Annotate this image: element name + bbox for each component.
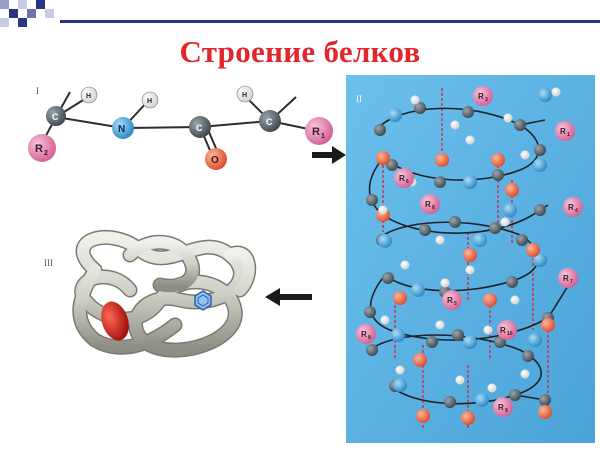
panel-numeral-tertiary: III: [44, 258, 53, 268]
atom-r1-label: R: [312, 126, 320, 138]
atom-r2-sub: 2: [44, 150, 48, 157]
r-group-4: R 4: [563, 197, 583, 217]
heme-group: [101, 301, 129, 341]
r-group-4-sub: 4: [575, 208, 578, 214]
atom-nitrogen-label: N: [118, 124, 125, 135]
helix-nitrogens: [378, 88, 552, 407]
r-group-7: R 7: [558, 268, 578, 288]
ring-structure-icon: [194, 290, 212, 311]
r-group-1: R 1: [555, 121, 575, 141]
r-group-10-sub: 10: [507, 331, 513, 337]
r-group-7-sub: 7: [570, 279, 573, 285]
r-group-5: R 5: [442, 290, 462, 310]
atom-oxygen: O: [205, 148, 227, 170]
r-group-3-label: R: [478, 92, 484, 101]
r-group-3: R 3: [473, 86, 493, 106]
atom-hydrogen-right-label: H: [242, 92, 247, 99]
secondary-structure-panel: II: [346, 75, 595, 443]
panel-numeral-secondary: II: [356, 94, 362, 104]
atom-hydrogen-left-label: H: [86, 93, 91, 100]
r-group-9: R 9: [493, 397, 513, 417]
atom-r1: R 1: [305, 117, 333, 145]
r-group-6: R 6: [394, 168, 414, 188]
atom-carbon-carbonyl-label: C: [196, 123, 203, 133]
r-group-9-label: R: [498, 403, 504, 412]
helix-oxygens: [376, 151, 555, 425]
tertiary-structure-panel: III: [44, 229, 257, 358]
r-group-6-sub: 6: [406, 179, 409, 185]
r-group-8b-label: R: [361, 330, 367, 339]
arrow-right-icon: [312, 146, 346, 164]
r-group-7-label: R: [563, 274, 569, 283]
r-group-3-sub: 3: [485, 97, 488, 103]
r-group-8-sub: 8: [432, 205, 435, 211]
r-group-5-label: R: [447, 296, 453, 305]
r-group-1-label: R: [560, 127, 566, 136]
r-group-6-label: R: [399, 174, 405, 183]
atom-carbon-carbonyl: C: [189, 116, 211, 138]
atom-hydrogen-right: H: [236, 85, 254, 103]
r-group-8-label: R: [425, 200, 431, 209]
arrow-left-icon: [265, 288, 312, 306]
page-title: Строение белков: [179, 34, 421, 69]
header-decoration: [0, 0, 600, 27]
helix-carbons: [364, 102, 554, 408]
atom-nitrogen: N: [112, 117, 134, 139]
r-group-8b-sub: 8: [368, 335, 371, 341]
panel-numeral-primary: I: [36, 86, 39, 96]
atom-hydrogen-left: H: [80, 86, 98, 104]
atom-oxygen-label: O: [211, 155, 219, 166]
atom-hydrogen-n-label: H: [147, 98, 152, 105]
atom-r2-label: R: [35, 143, 43, 155]
tertiary-tube: [72, 229, 257, 358]
r-group-9-sub: 9: [505, 408, 508, 414]
r-group-10: R 10: [497, 320, 517, 340]
atom-carbon-right: C: [259, 110, 281, 132]
primary-structure-panel: I R 2 C H: [28, 85, 333, 170]
r-group-10-label: R: [500, 326, 506, 335]
atom-carbon-right-label: C: [266, 117, 273, 127]
r-group-8: R 8: [420, 194, 440, 214]
atom-carbon-left-label: C: [52, 112, 59, 122]
r-group-4-label: R: [568, 203, 574, 212]
atom-r1-sub: 1: [321, 133, 325, 140]
r-group-1-sub: 1: [567, 132, 570, 138]
atom-hydrogen-n: H: [141, 91, 159, 109]
r-group-8b: R 8: [356, 324, 376, 344]
r-group-5-sub: 5: [454, 301, 457, 307]
atom-r2: R 2: [28, 134, 56, 162]
atom-carbon-left: C: [46, 106, 66, 126]
